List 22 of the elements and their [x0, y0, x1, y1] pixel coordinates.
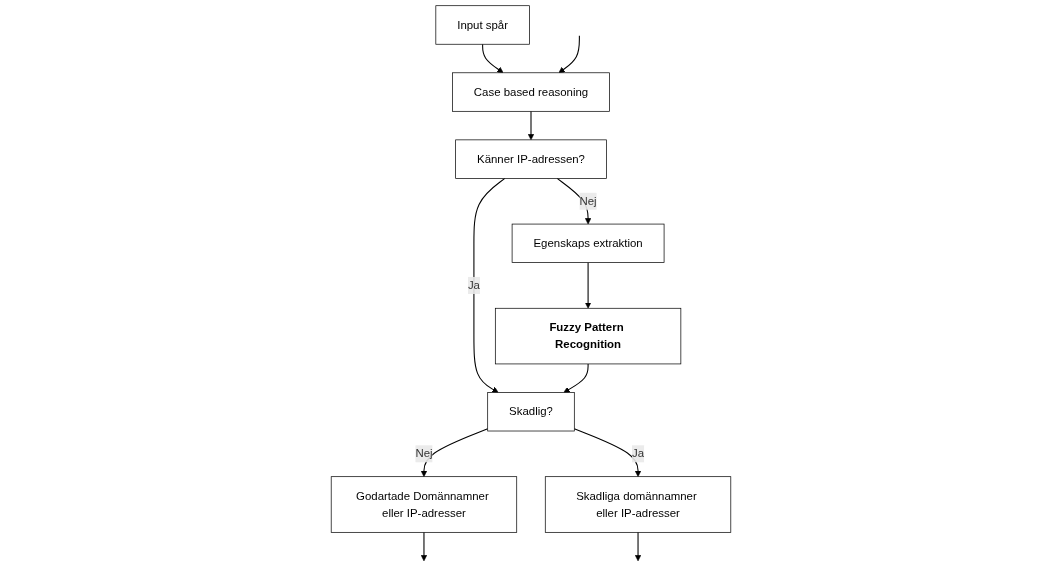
arrow: [527, 110, 535, 141]
arrow: [420, 531, 428, 562]
node-box: Känner IP-adressen?: [455, 139, 607, 179]
arrow: [573, 428, 642, 477]
node-box: Egenskaps extraktion: [511, 223, 665, 263]
edge-label: Ja: [467, 279, 480, 292]
arrow: [563, 363, 589, 393]
node-box: Input spår: [435, 5, 530, 45]
arrow: [584, 262, 592, 309]
node-box: Skadlig?: [487, 392, 575, 432]
arrow: [420, 428, 489, 477]
node-box: Godartade Domännamner eller IP-adresser: [330, 476, 518, 533]
arrow: [482, 43, 504, 74]
arrow: [634, 531, 642, 562]
arrow: [558, 35, 580, 74]
node-box: Skadliga domännamner eller IP-adresser: [544, 476, 732, 533]
edge-label: Nej: [579, 194, 597, 207]
node-box: Fuzzy Pattern Recognition: [494, 307, 682, 365]
node-box: Case based reasoning: [452, 72, 610, 112]
edge-label: Nej: [415, 447, 433, 460]
edge-label: Ja: [632, 447, 645, 460]
arrow: [473, 177, 506, 393]
